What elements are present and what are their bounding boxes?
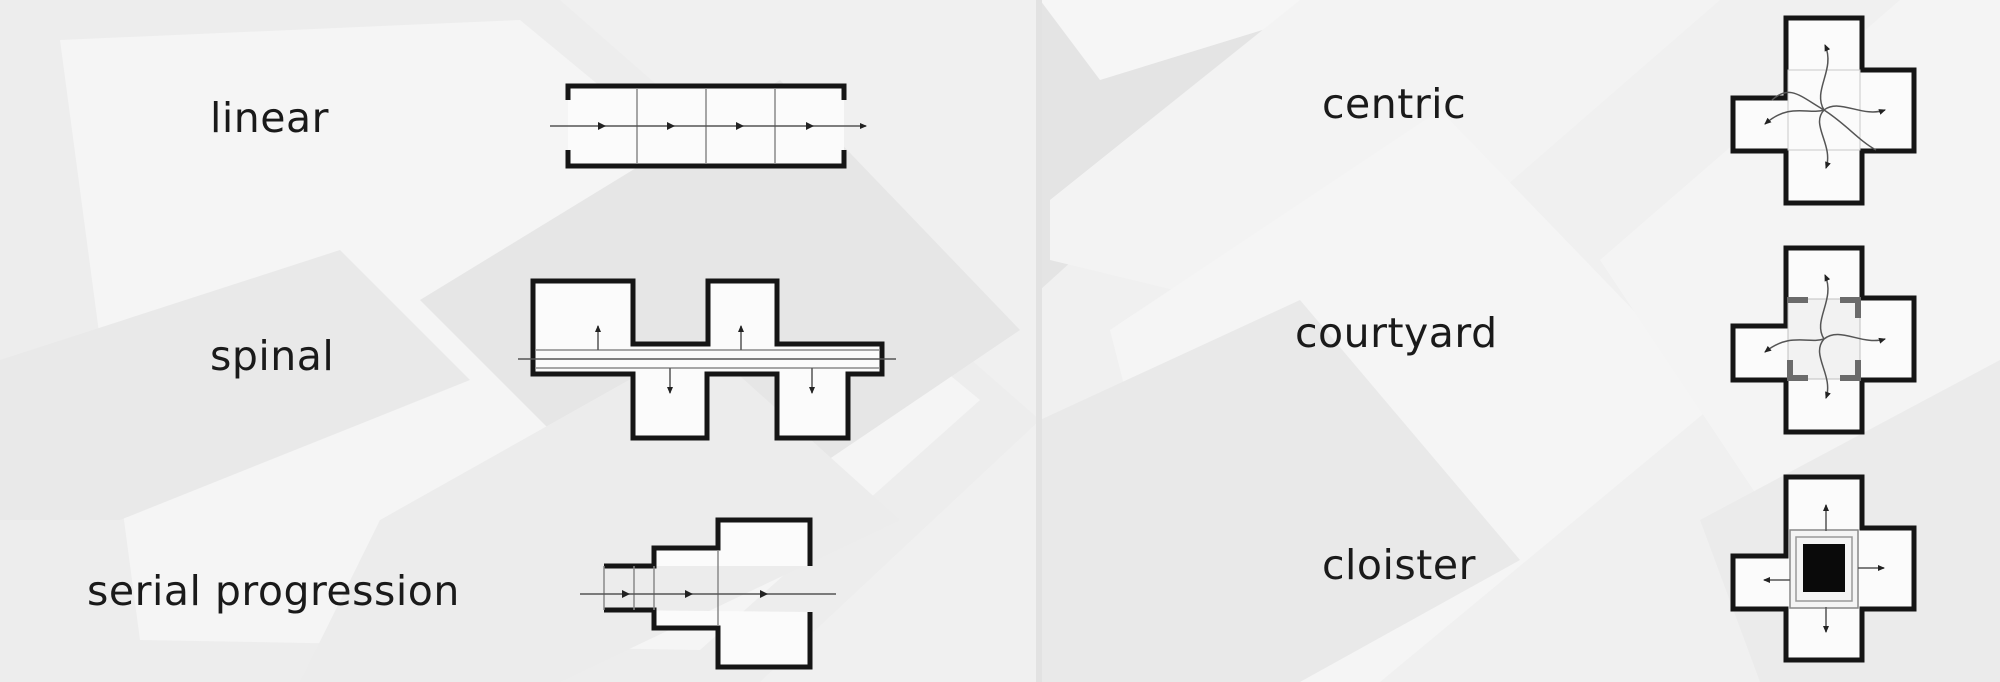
- diagram-label-centric: centric: [1322, 80, 1467, 128]
- courtyard-diagram: [1730, 245, 1917, 435]
- linear-arrow-4: [806, 122, 814, 130]
- linear-arrow-2: [667, 122, 675, 130]
- centric-path-extra-1: [1771, 91, 1825, 111]
- spinal-diagram: [518, 278, 896, 441]
- serial-arrow-2: [685, 590, 693, 598]
- linear-diagram: [550, 83, 867, 169]
- centric-path-east: [1823, 105, 1886, 115]
- courtyard-path-north: [1819, 274, 1831, 340]
- centric-diagram: [1730, 15, 1917, 206]
- serial-arrow-3: [760, 590, 768, 598]
- courtyard-cloister-walls: [1787, 297, 1861, 381]
- diagram-label-serial-progression: serial progression: [87, 567, 460, 615]
- serial-wall-bottom: [604, 607, 813, 670]
- serial-wall-top: [604, 517, 813, 569]
- diagram-label-spinal: spinal: [210, 332, 335, 380]
- courtyard-path-south: [1818, 338, 1831, 399]
- centric-path-north: [1819, 44, 1831, 111]
- courtyard-path-west: [1764, 338, 1825, 353]
- cloister-core: [1803, 544, 1845, 592]
- serial-progression-diagram: [580, 517, 836, 670]
- courtyard-path-east: [1823, 333, 1886, 344]
- centric-path-south: [1818, 109, 1831, 169]
- linear-arrow-1: [598, 122, 606, 130]
- serial-arrow-1: [622, 590, 630, 598]
- centric-path-extra-2: [1823, 109, 1877, 151]
- linear-arrow-3: [736, 122, 744, 130]
- diagram-label-courtyard: courtyard: [1295, 309, 1498, 357]
- diagram-label-linear: linear: [210, 94, 329, 142]
- cloister-walkway-inner: [1795, 536, 1853, 602]
- centric-path-west: [1764, 109, 1825, 125]
- diagram-label-cloister: cloister: [1322, 541, 1476, 589]
- cloister-diagram: [1730, 474, 1917, 663]
